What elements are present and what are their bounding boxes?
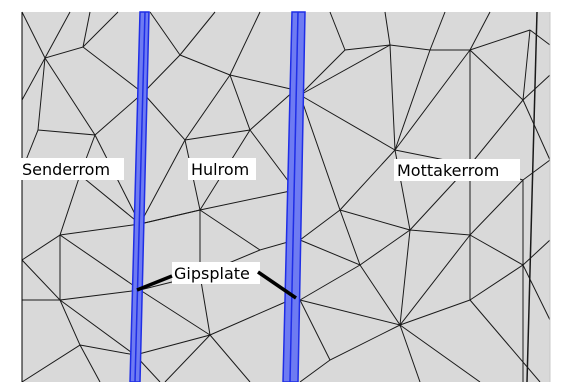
label-senderrom: Senderrom bbox=[20, 158, 124, 180]
gypsum-plate-left-edge bbox=[134, 11, 146, 382]
pointer-to-left-plate bbox=[136, 274, 173, 292]
label-hulrom-text: Hulrom bbox=[191, 160, 249, 179]
pointer-to-right-plate bbox=[257, 270, 297, 300]
gypsum-plate-right-edge bbox=[289, 11, 299, 382]
label-senderrom-text: Senderrom bbox=[22, 160, 110, 179]
mesh-boundary-line bbox=[526, 11, 538, 382]
label-gipsplate: Gipsplate bbox=[172, 262, 260, 284]
label-mottakerrom: Mottakerrom bbox=[394, 159, 520, 181]
label-mottakerrom-text: Mottakerrom bbox=[397, 161, 499, 180]
label-hulrom: Hulrom bbox=[188, 158, 256, 180]
label-gipsplate-text: Gipsplate bbox=[174, 264, 250, 283]
